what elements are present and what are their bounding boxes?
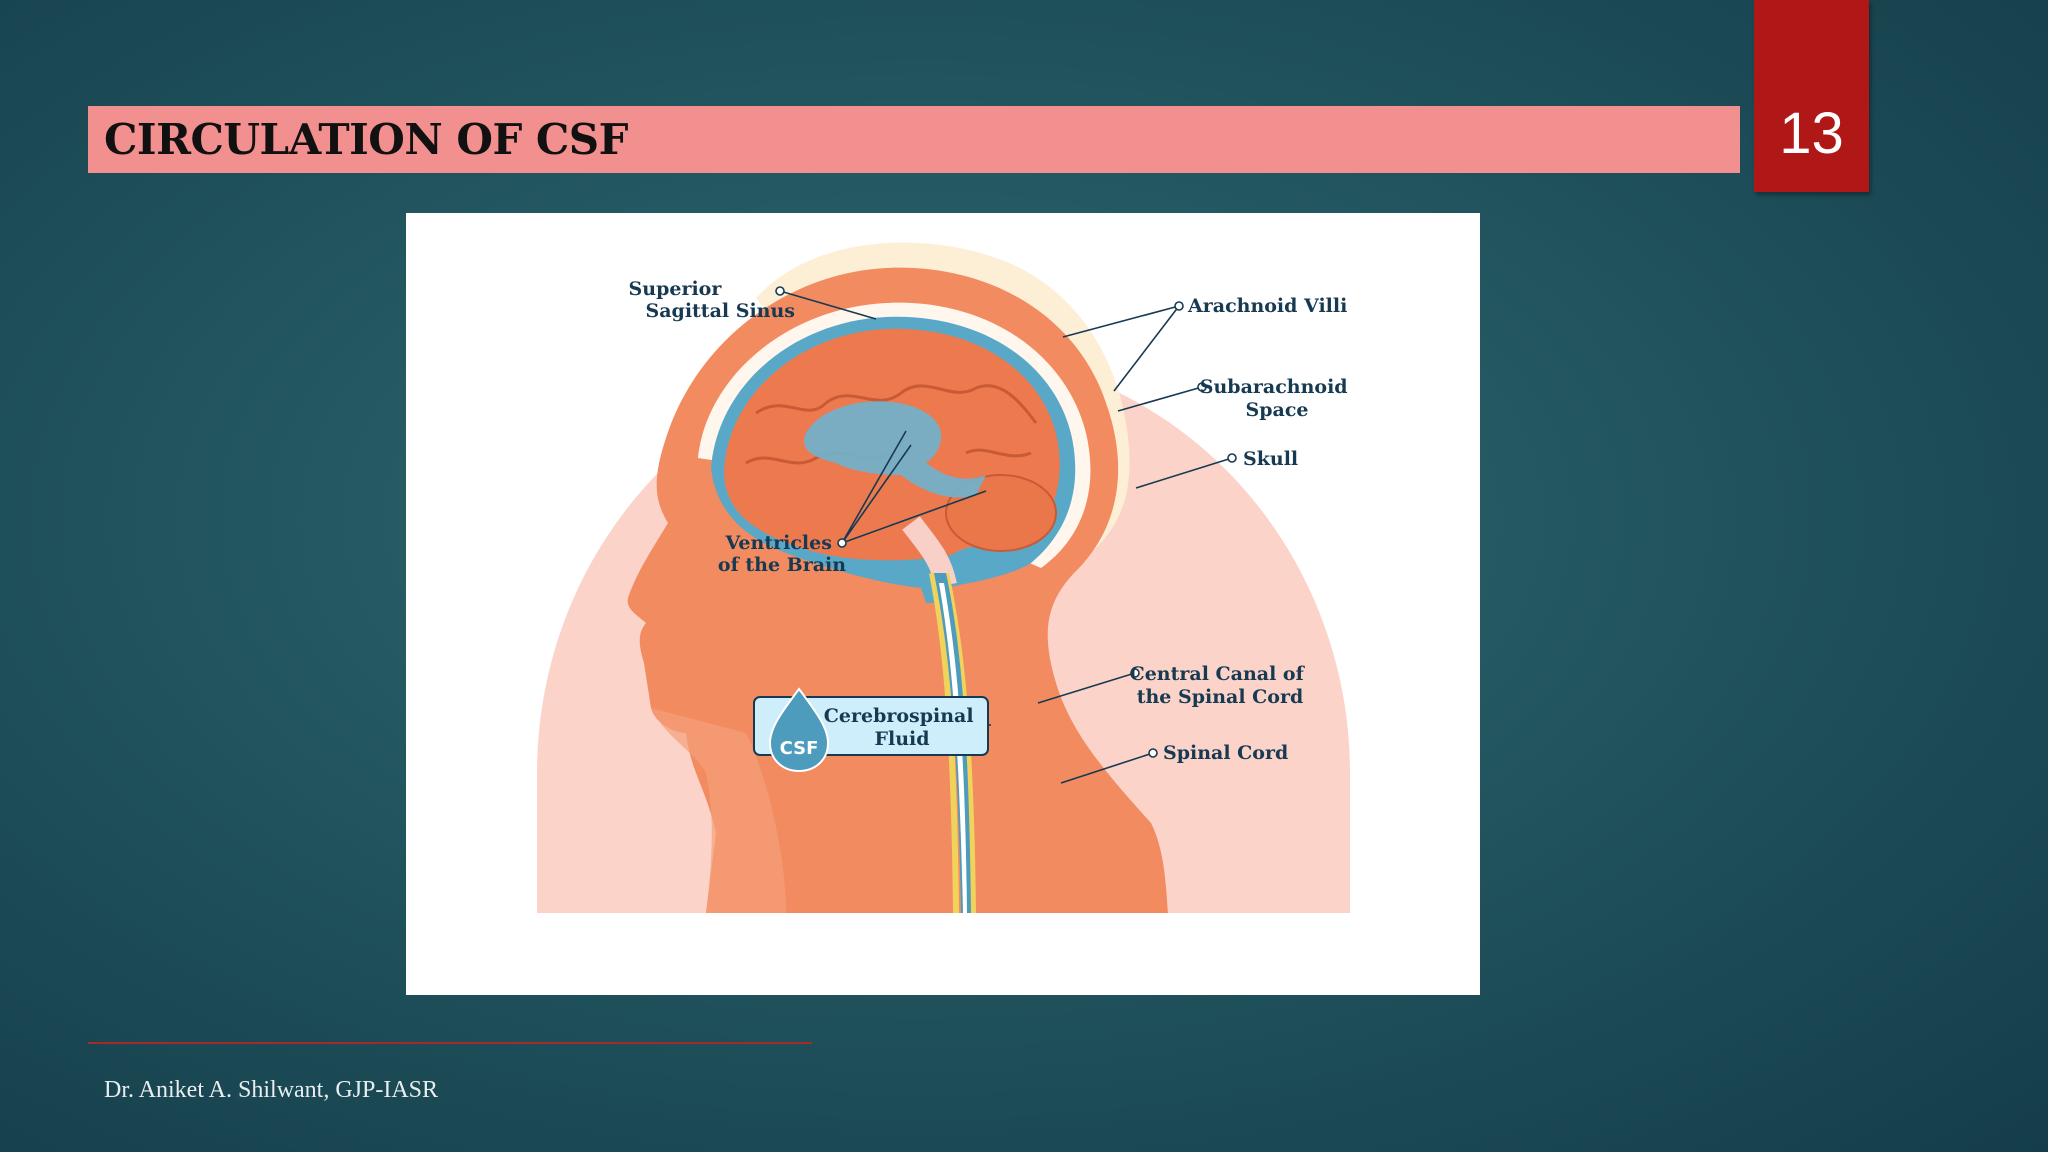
label-ventricles: Ventricles of the Brain [718, 532, 846, 576]
label-skull: Skull [1243, 448, 1298, 470]
label-superior-sagittal-sinus: Superior Sagittal Sinus [629, 278, 795, 322]
slide-title: CIRCULATION OF CSF [104, 115, 628, 164]
figure-bottom-margin [537, 913, 1350, 995]
leader-lines [779, 290, 1233, 784]
slide-number: 13 [1779, 101, 1844, 166]
title-bar: CIRCULATION OF CSF [88, 106, 1740, 173]
label-subarachnoid-space: Subarachnoid Space [1200, 376, 1354, 421]
csf-badge-text: CSF [780, 738, 819, 759]
label-cerebrospinal-fluid: Cerebrospinal Fluid [824, 705, 980, 750]
leader-dots [775, 286, 1237, 758]
slide-number-box: 13 [1754, 0, 1869, 192]
csf-diagram-svg: Superior Sagittal Sinus Arachnoid Villi … [537, 242, 1354, 995]
footer-divider [88, 1042, 812, 1044]
footer-author: Dr. Aniket A. Shilwant, GJP-IASR [104, 1077, 439, 1103]
label-spinal-cord: Spinal Cord [1163, 742, 1288, 764]
label-arachnoid-villi: Arachnoid Villi [1187, 295, 1347, 317]
csf-drop-icon [768, 687, 830, 773]
face-shade [651, 708, 786, 913]
label-central-canal: Central Canal of the Spinal Cord [1130, 663, 1311, 708]
csf-diagram: Superior Sagittal Sinus Arachnoid Villi … [406, 213, 1480, 995]
